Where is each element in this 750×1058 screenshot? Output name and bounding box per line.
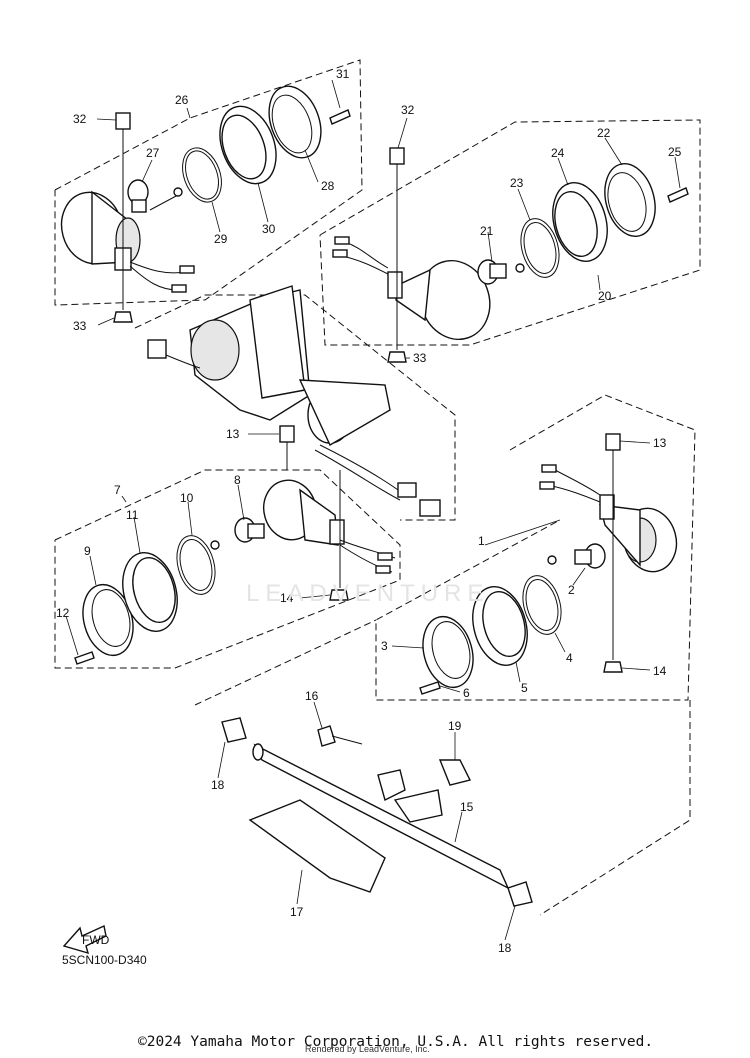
callout: 21 xyxy=(480,224,494,238)
callout: 14 xyxy=(653,664,667,678)
callout: 17 xyxy=(290,905,304,919)
fwd-label: FWD xyxy=(82,933,110,947)
callout: 22 xyxy=(597,126,611,140)
callout: 11 xyxy=(126,508,139,522)
callout: 12 xyxy=(56,606,70,620)
flasher-assembly-upper-left xyxy=(54,59,363,323)
callout: 15 xyxy=(460,800,474,814)
callout: 24 xyxy=(551,146,565,160)
callout: 29 xyxy=(214,232,228,246)
callout: 18 xyxy=(211,778,225,792)
callout: 16 xyxy=(305,689,319,703)
leader-lines xyxy=(65,79,681,941)
callout: 26 xyxy=(175,93,189,107)
callout: 33 xyxy=(73,319,87,333)
callout: 2 xyxy=(568,583,575,597)
callout: 3 xyxy=(381,639,388,653)
callout: 33 xyxy=(413,351,427,365)
callouts: 31 32 26 27 28 29 30 33 32 22 24 25 23 2… xyxy=(56,67,682,955)
callout: 18 xyxy=(498,941,512,955)
fwd-arrow-icon: FWD xyxy=(62,924,110,955)
diagram-code: 5SCN100-D340 xyxy=(62,953,147,967)
callout: 23 xyxy=(510,176,524,190)
flasher-assembly-left xyxy=(54,425,401,669)
callout: 6 xyxy=(463,686,470,700)
callout: 30 xyxy=(262,222,276,236)
callout: 13 xyxy=(653,436,667,450)
callout: 14 xyxy=(280,591,294,605)
watermark: LEADVENTURE xyxy=(246,580,490,607)
callout: 1 xyxy=(478,534,485,548)
callout: 32 xyxy=(73,112,87,126)
rendered-by: Rendered by LeadVenture, Inc. xyxy=(305,1044,430,1054)
center-bracket xyxy=(134,285,456,521)
callout: 9 xyxy=(84,544,91,558)
callout: 25 xyxy=(668,145,682,159)
callout: 5 xyxy=(521,681,528,695)
copyright-notice: ©2024 Yamaha Motor Corporation, U.S.A. A… xyxy=(138,1034,654,1050)
callout: 4 xyxy=(566,651,573,665)
callout: 28 xyxy=(321,179,335,193)
stay-bar-assembly xyxy=(194,619,691,916)
callout: 27 xyxy=(146,146,160,160)
callout: 8 xyxy=(234,473,241,487)
callout: 20 xyxy=(598,289,612,303)
flasher-assembly-right xyxy=(375,394,696,701)
flasher-assembly-upper-right xyxy=(319,119,701,363)
callout: 13 xyxy=(226,427,240,441)
callout: 7 xyxy=(114,483,121,497)
callout: 32 xyxy=(401,103,415,117)
callout: 19 xyxy=(448,719,462,733)
callout: 10 xyxy=(180,491,194,505)
callout: 31 xyxy=(336,67,350,81)
